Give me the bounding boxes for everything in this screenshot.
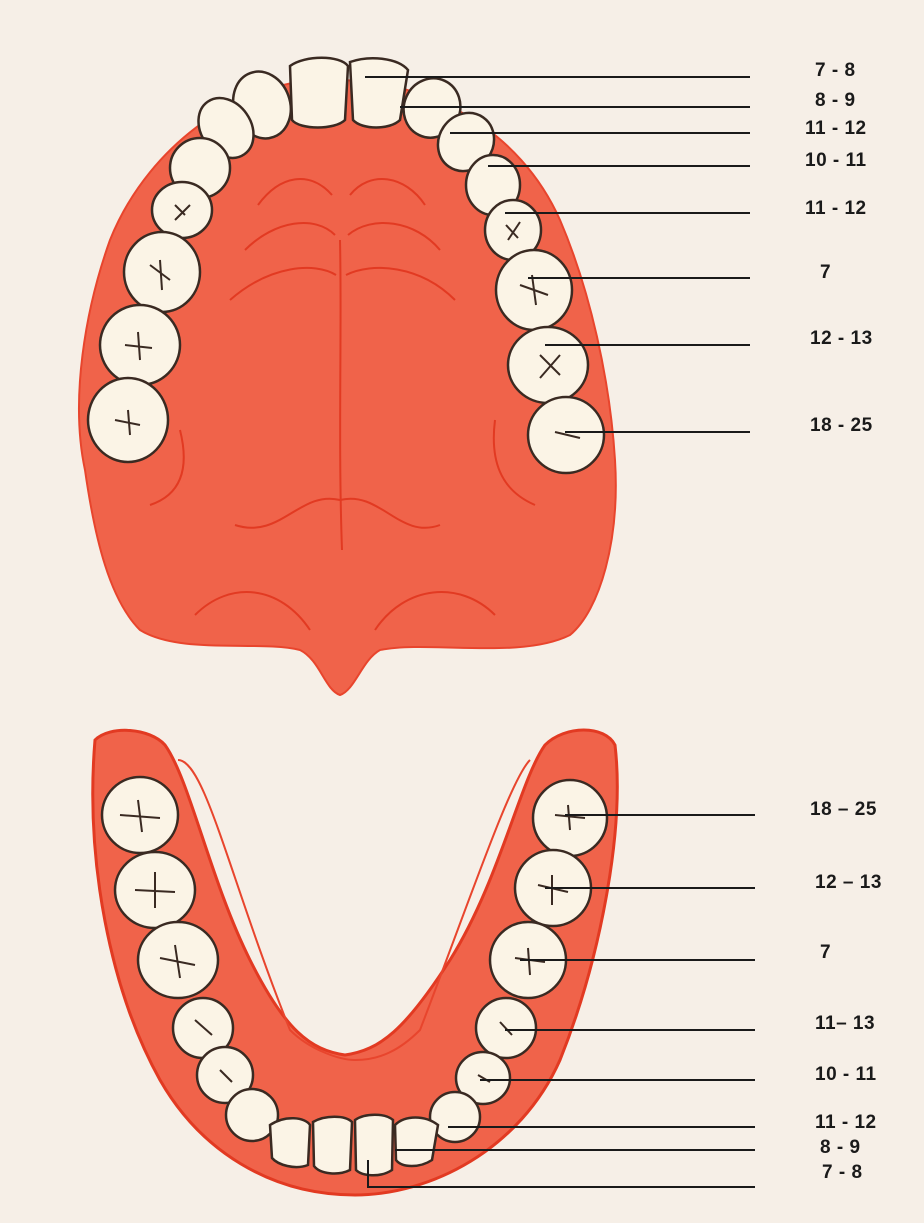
lower-label-first-molar: 7 <box>820 942 831 964</box>
upper-tooth <box>124 232 200 312</box>
lower-label-first-premolar: 10 - 11 <box>815 1064 877 1086</box>
lower-tooth <box>355 1115 393 1176</box>
upper-tooth <box>290 58 348 128</box>
upper-tooth <box>350 58 408 127</box>
lower-label-lateral-incisor: 8 - 9 <box>820 1137 861 1159</box>
upper-label-third-molar: 18 - 25 <box>810 415 873 437</box>
upper-tooth <box>152 182 212 238</box>
upper-tooth <box>508 327 588 403</box>
upper-tooth <box>100 305 180 385</box>
lower-label-second-premolar: 11– 13 <box>815 1013 875 1035</box>
upper-label-canine: 11 - 12 <box>805 118 867 140</box>
lower-label-canine: 11 - 12 <box>815 1112 877 1134</box>
upper-label-second-premolar: 11 - 12 <box>805 198 867 220</box>
upper-jaw <box>79 58 616 695</box>
upper-label-first-premolar: 10 - 11 <box>805 150 867 172</box>
lower-tooth <box>395 1118 438 1167</box>
lower-tooth <box>313 1117 352 1174</box>
upper-label-central-incisor: 7 - 8 <box>815 60 856 82</box>
upper-label-second-molar: 12 - 13 <box>810 328 873 350</box>
lower-jaw <box>93 730 617 1195</box>
lower-label-central-incisor: 7 - 8 <box>822 1162 863 1184</box>
upper-label-first-molar: 7 <box>820 262 831 284</box>
lower-tooth <box>270 1118 310 1167</box>
upper-label-lateral-incisor: 8 - 9 <box>815 90 856 112</box>
lower-label-third-molar: 18 – 25 <box>810 799 877 821</box>
lower-label-second-molar: 12 – 13 <box>815 872 882 894</box>
